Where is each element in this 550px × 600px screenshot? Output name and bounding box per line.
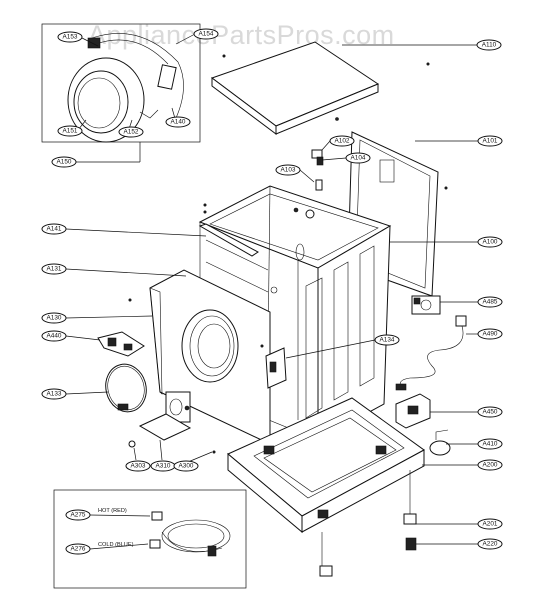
svg-text:A440: A440: [47, 333, 62, 340]
svg-text:A201: A201: [483, 521, 498, 528]
callout-a131: A131: [41, 263, 67, 275]
callout-a150: A150: [51, 156, 77, 168]
door-inset-box: [41, 23, 201, 143]
callout-a140: A140: [165, 116, 191, 128]
callout-a410: A410: [477, 438, 503, 450]
hose-inset-box: [53, 489, 247, 589]
cabinet-frame: [198, 185, 392, 441]
callout-a300: A300: [173, 460, 199, 472]
callout-a130: A130: [41, 312, 67, 324]
svg-text:A450: A450: [483, 409, 498, 416]
svg-text:A140: A140: [171, 119, 186, 126]
svg-text:A150: A150: [57, 159, 72, 166]
callout-a276: A276: [65, 543, 91, 555]
callout-a450: A450: [477, 406, 503, 418]
door-assembly: [67, 33, 184, 143]
svg-text:A101: A101: [483, 138, 498, 145]
top-plate: [210, 41, 430, 135]
callout-a134: A134: [374, 334, 400, 346]
callout-a275: A275: [65, 509, 91, 521]
inlet-hoses: [149, 511, 231, 557]
callout-a102: A102: [329, 135, 355, 147]
svg-text:A130: A130: [47, 315, 62, 322]
callout-a103: A103: [275, 164, 301, 176]
svg-text:A151: A151: [63, 128, 78, 135]
bracket-a134: [260, 344, 287, 389]
svg-text:A485: A485: [483, 299, 498, 306]
svg-text:A410: A410: [483, 441, 498, 448]
callout-a220: A220: [477, 538, 503, 550]
svg-text:A220: A220: [483, 541, 498, 548]
door-lock: [97, 331, 145, 357]
power-cord-a490: [395, 315, 467, 391]
svg-text:A104: A104: [351, 155, 366, 162]
svg-text:A200: A200: [483, 462, 498, 469]
base-frame: [227, 397, 425, 534]
callout-a490: A490: [477, 328, 503, 340]
small-brackets: [203, 149, 324, 214]
callout-a152: A152: [118, 126, 144, 138]
callout-a153: A153: [57, 31, 83, 43]
callout-a303: A303: [125, 460, 151, 472]
hot-hose-label: HOT (RED): [98, 508, 127, 514]
callout-a104: A104: [345, 152, 371, 164]
svg-text:A134: A134: [380, 337, 395, 344]
svg-text:A153: A153: [63, 34, 78, 41]
base-legs: [319, 470, 417, 577]
control-box-a450: [395, 393, 431, 429]
svg-text:A154: A154: [199, 31, 214, 38]
leader-lines: [65, 33, 478, 550]
callout-a440: A440: [41, 330, 67, 342]
callout-a133: A133: [41, 388, 67, 400]
svg-text:A152: A152: [124, 129, 139, 136]
callout-a310: A310: [150, 460, 176, 472]
callout-a141: A141: [41, 223, 67, 235]
callout-a201: A201: [477, 518, 503, 530]
cold-hose-label: COLD (BLUE): [98, 542, 134, 548]
callout-a100: A100: [477, 236, 503, 248]
svg-text:A303: A303: [131, 463, 146, 470]
svg-text:A103: A103: [281, 167, 296, 174]
svg-text:A133: A133: [47, 391, 62, 398]
callout-labels: A153 A154 A110 A151 A152 A140 A150 A102 …: [41, 28, 503, 555]
callout-a151: A151: [57, 125, 83, 137]
svg-text:A102: A102: [335, 138, 350, 145]
svg-text:A141: A141: [47, 226, 62, 233]
callout-a154: A154: [193, 28, 219, 40]
callout-a485: A485: [477, 296, 503, 308]
pump-motor-a485: [411, 295, 441, 315]
svg-text:A131: A131: [47, 266, 62, 273]
svg-text:A310: A310: [156, 463, 171, 470]
svg-text:A275: A275: [71, 512, 86, 519]
front-panel: [128, 269, 271, 454]
svg-text:A490: A490: [483, 331, 498, 338]
svg-text:A276: A276: [71, 546, 86, 553]
callout-a200: A200: [477, 459, 503, 471]
svg-text:A100: A100: [483, 239, 498, 246]
sensor-a410: [429, 429, 451, 456]
door-gasket-ring: [105, 363, 147, 413]
svg-text:A300: A300: [179, 463, 194, 470]
callout-a110: A110: [476, 39, 502, 51]
svg-text:A110: A110: [482, 42, 497, 49]
callout-a101: A101: [477, 135, 503, 147]
